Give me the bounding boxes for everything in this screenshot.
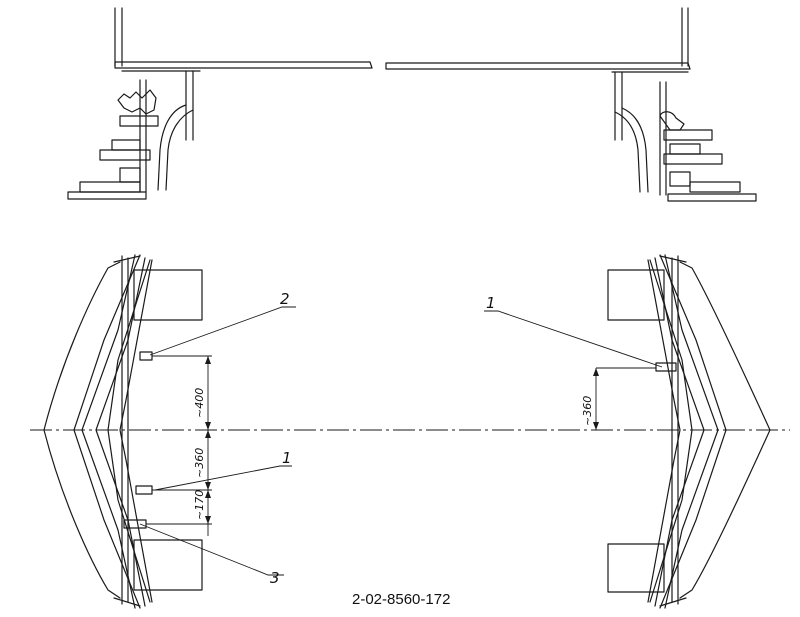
callout-2: 2 xyxy=(280,290,290,308)
right-chevron-assembly xyxy=(607,254,771,609)
dimension-360-right: ~360 xyxy=(581,396,594,426)
plan-view xyxy=(30,254,790,609)
dimension-360-left: ~360 xyxy=(193,448,206,478)
right-dimensions xyxy=(593,367,656,430)
callout-1-left: 1 xyxy=(282,449,292,467)
drawing-code: 2-02-8560-172 xyxy=(352,591,450,608)
side-elevation-view xyxy=(67,7,757,202)
left-chevron-assembly xyxy=(43,254,203,609)
dimension-170: ~170 xyxy=(193,490,206,520)
callout-1-right: 1 xyxy=(486,294,496,312)
leader-lines xyxy=(139,306,663,576)
callout-3: 3 xyxy=(270,569,280,587)
dimension-400: ~400 xyxy=(193,388,206,418)
left-dimensions xyxy=(146,355,212,536)
